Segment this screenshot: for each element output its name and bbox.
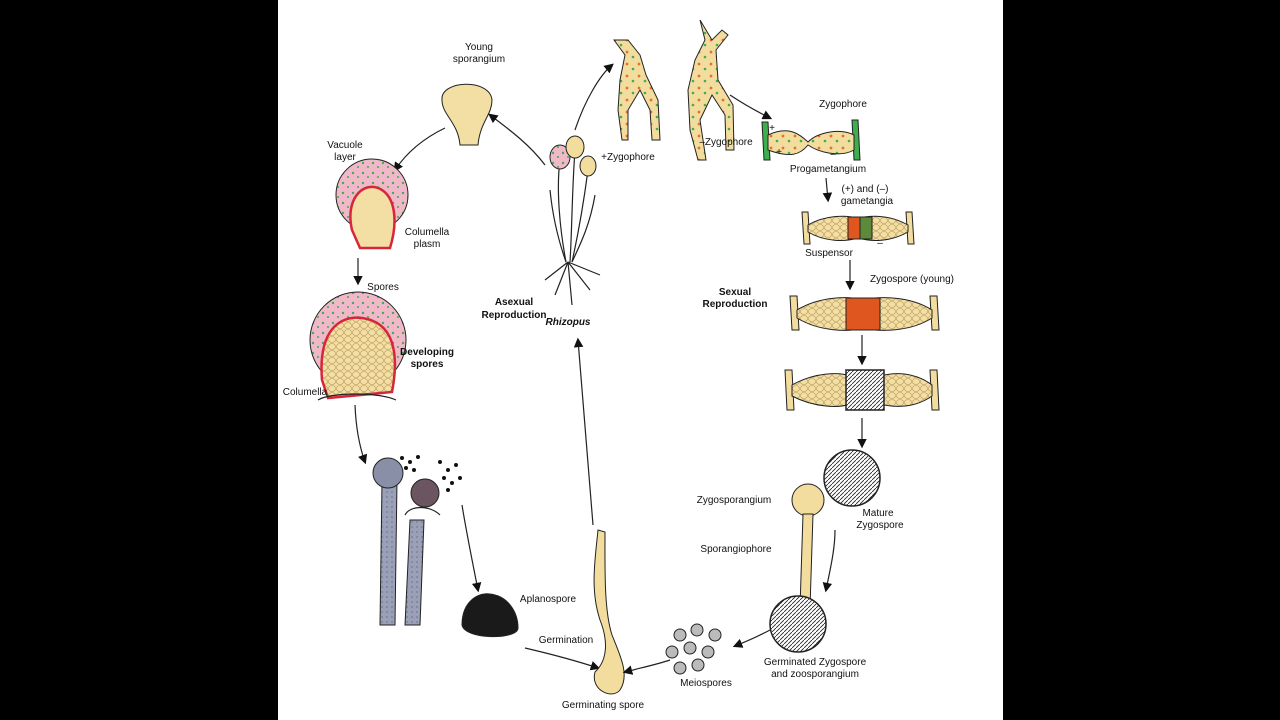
gametangia-label-2: gametangia <box>841 196 894 207</box>
progametangium <box>761 119 861 161</box>
arrow-to-germinating-spore <box>524 647 601 671</box>
germinated-zygospore <box>769 595 827 653</box>
arrow-to-young-sporangium <box>488 113 546 166</box>
asexual-reproduction-label-2: Reproduction <box>482 310 547 321</box>
developing-zygospore <box>784 369 940 411</box>
arrow-to-aplanospore <box>461 504 482 593</box>
germinated-zygospore-label-2: and zoosporangium <box>771 669 859 680</box>
plus-zygophore-label: +Zygophore <box>601 152 655 163</box>
arrow-to-meiospores <box>732 629 771 648</box>
zygophore-label: Zygophore <box>819 99 867 110</box>
progametangium-label: Progametangium <box>790 164 866 175</box>
arrow-to-mature-sporangia <box>354 404 368 465</box>
aplanospore-label: Aplanospore <box>520 594 577 605</box>
germinating-spore-label: Germinating spore <box>562 700 645 711</box>
young-zygospore <box>789 295 940 331</box>
zygosporangium <box>791 483 825 609</box>
arrow-to-progametangium <box>729 94 773 120</box>
minus-sign-2: – <box>877 238 883 249</box>
developing-sporangium <box>309 291 407 401</box>
zygospore-young-label: Zygospore (young) <box>870 274 954 285</box>
gametangia-label-1: (+) and (–) <box>842 184 889 195</box>
developing-spores-label-1: Developing <box>400 347 454 358</box>
columella-plasm-label-2: plasm <box>414 239 441 250</box>
zygosporangium-label: Zygosporangium <box>697 495 771 506</box>
vacuole-sporangium <box>335 158 409 250</box>
meiospores <box>665 623 722 675</box>
arrow-to-vacuole-stage <box>393 127 446 172</box>
vacuole-layer-label-2: layer <box>334 152 356 163</box>
columella-plasm-label-1: Columella <box>405 227 450 238</box>
spores-label: Spores <box>367 282 399 293</box>
meiospores-label: Meiospores <box>680 678 732 689</box>
mature-sporangia <box>372 455 462 626</box>
minus-sign-1: – <box>830 149 836 160</box>
columella-label: Columella <box>283 387 328 398</box>
sporangiophore-label: Sporangiophore <box>700 544 772 555</box>
zygophore-hyphae <box>613 19 735 161</box>
mature-zygospore-label-1: Mature <box>862 508 894 519</box>
asexual-reproduction-label-1: Asexual <box>495 297 534 308</box>
minus-zygophore-label: –Zygophore <box>699 137 753 148</box>
developing-spores-label-2: spores <box>411 359 444 370</box>
mature-zygospore-label-2: Zygospore <box>856 520 904 531</box>
rhizopus-label: Rhizopus <box>546 317 591 328</box>
arrow-to-gametangia <box>822 177 833 203</box>
aplanospore <box>461 593 519 638</box>
gametangia <box>801 211 915 245</box>
arrow-meiospores-to-germinating-spore <box>622 659 671 675</box>
sexual-reproduction-label-2: Reproduction <box>703 299 768 310</box>
sexual-reproduction-label-1: Sexual <box>719 287 751 298</box>
arrow-to-zygophores <box>574 63 614 131</box>
young-sporangium-label-1: Young <box>465 42 493 53</box>
vacuole-layer-label-1: Vacuole <box>327 140 363 151</box>
rhizopus-specimen <box>544 135 601 306</box>
arrow-to-rhizopus <box>573 337 594 526</box>
arrow-to-germinated-zygospore <box>822 529 836 593</box>
plus-sign-2: + <box>776 147 782 158</box>
germination-label: Germination <box>539 635 593 646</box>
germinating-spore <box>593 529 625 695</box>
plus-sign-1: + <box>769 123 775 134</box>
young-sporangium-label-2: sporangium <box>453 54 505 65</box>
young-sporangium <box>441 83 493 146</box>
germinated-zygospore-label-1: Germinated Zygospore <box>764 657 867 668</box>
suspensor-label: Suspensor <box>805 248 853 259</box>
mature-zygospore <box>823 449 881 507</box>
